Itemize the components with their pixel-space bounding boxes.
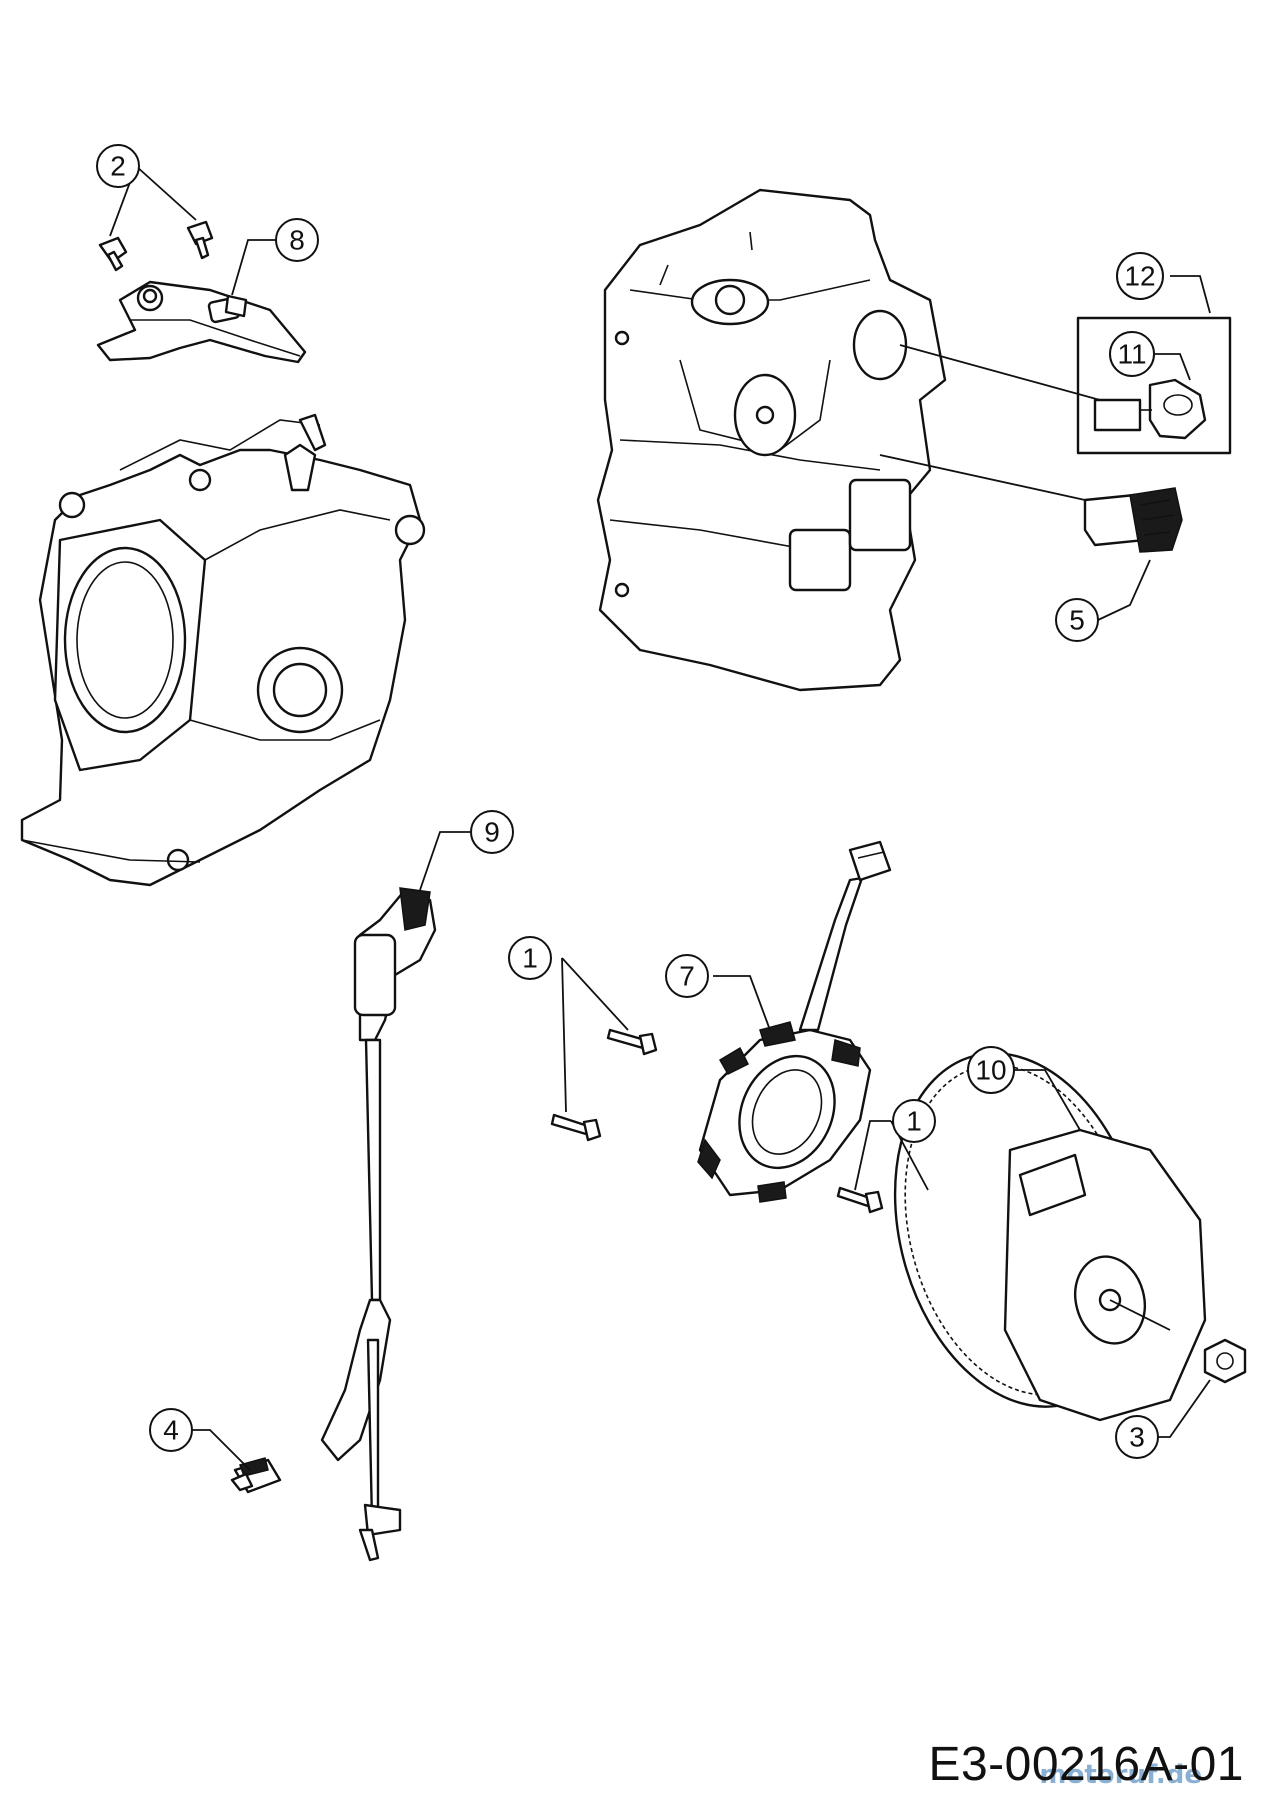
- callout-7: 7: [665, 954, 709, 998]
- drawing-code: E3-00216A-01: [928, 1738, 1244, 1791]
- callout-9-label: 9: [484, 817, 500, 848]
- oil-sensor-part: [230, 1457, 282, 1494]
- bolt-part: [98, 236, 128, 272]
- flywheel-part: [893, 1052, 1207, 1422]
- bolt-part: [606, 1028, 658, 1056]
- crankcase-part: [20, 413, 426, 887]
- callout-4-label: 4: [163, 1415, 179, 1446]
- callout-8-label: 8: [289, 225, 305, 256]
- callout-1: 1: [508, 936, 552, 980]
- callout-1-label: 1: [522, 943, 538, 974]
- callout-2: 2: [96, 144, 140, 188]
- bolt-part: [186, 220, 214, 260]
- callout-4: 4: [149, 1408, 193, 1452]
- callout-10-label: 10: [975, 1055, 1006, 1086]
- ignition-coil-part: [320, 887, 437, 1562]
- callout-7-label: 7: [679, 961, 695, 992]
- bolt-part: [836, 1186, 884, 1214]
- callout-1-label: 1: [906, 1106, 922, 1137]
- fuel-cap-part: [1093, 378, 1207, 440]
- callout-11: 11: [1109, 331, 1155, 377]
- throttle-bracket-part: [96, 280, 307, 364]
- callout-3-label: 3: [1129, 1422, 1145, 1453]
- flywheel-nut-part: [1203, 1338, 1247, 1384]
- stator-part: [697, 840, 892, 1203]
- callout-9: 9: [470, 810, 514, 854]
- callout-3: 3: [1115, 1415, 1159, 1459]
- callout-1: 1: [892, 1099, 936, 1143]
- bolt-part: [550, 1113, 602, 1142]
- callout-5: 5: [1055, 598, 1099, 642]
- callout-8: 8: [275, 218, 319, 262]
- callout-10: 10: [967, 1046, 1015, 1094]
- callout-12: 12: [1116, 252, 1164, 300]
- callout-12-label: 12: [1124, 261, 1155, 292]
- leader-lines: [109, 165, 1211, 1471]
- callout-5-label: 5: [1069, 605, 1085, 636]
- callout-2-label: 2: [110, 151, 126, 182]
- choke-knob-part: [1083, 487, 1183, 553]
- fuel-tank-part: [596, 188, 947, 692]
- callout-11-label: 11: [1117, 339, 1146, 370]
- watermark-logo: motoruf.de: [1039, 1760, 1202, 1790]
